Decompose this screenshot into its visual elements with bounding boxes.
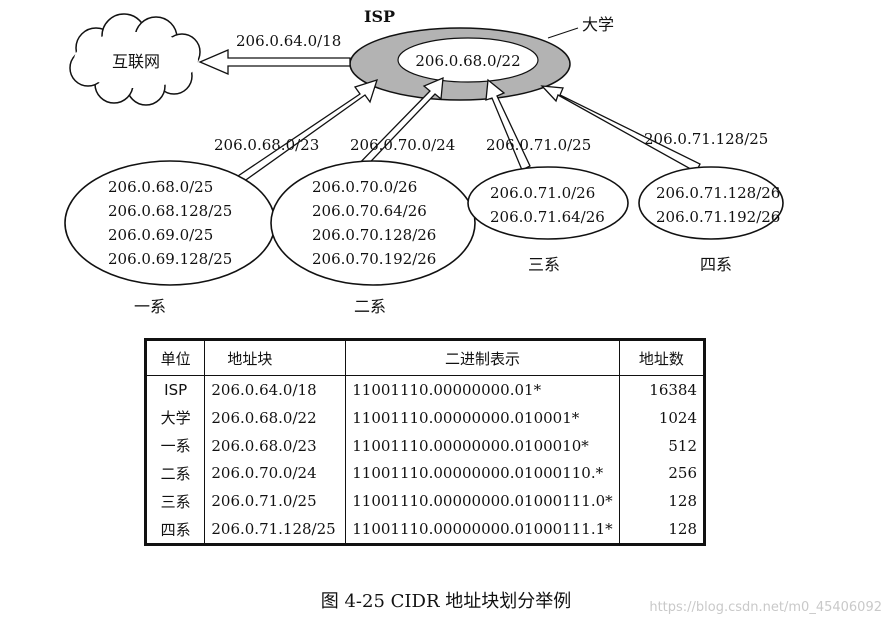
cidr-diagram: 互联网 ISP 大学 206.0.68.0/22 206.0.64.0/18 2… (64, 7, 784, 316)
dept3-subnets: 206.0.71.0/26 206.0.71.64/26 (490, 184, 605, 226)
dept2-subnets: 206.0.70.0/26 206.0.70.64/26 206.0.70.12… (312, 178, 436, 268)
cell-binary: 11001110.00000000.01000111.1* (345, 515, 620, 545)
dept3-subnet: 206.0.71.64/26 (490, 208, 605, 226)
header-unit: 单位 (145, 339, 205, 376)
cell-binary: 11001110.00000000.010001* (345, 403, 620, 432)
cell-count: 128 (618, 515, 705, 545)
cell-count: 1024 (618, 403, 705, 432)
cell-block: 206.0.71.0/25 (204, 487, 346, 516)
dept3-ellipse (467, 166, 629, 240)
dept2-subnet: 206.0.70.128/26 (312, 226, 436, 244)
cell-unit: 二系 (160, 464, 191, 483)
dept3-subnet: 206.0.71.0/26 (490, 184, 595, 202)
table-row: 二系 206.0.70.0/24 11001110.00000000.01000… (146, 459, 705, 488)
table-row: ISP 206.0.64.0/18 11001110.00000000.01* … (146, 375, 705, 404)
dept1-name: 一系 (134, 297, 166, 316)
dept4-arrow (540, 85, 701, 173)
cell-unit: 四系 (160, 520, 191, 539)
dept1-arrow (233, 78, 379, 183)
internet-cloud: 互联网 (69, 13, 201, 106)
dept2-subnet: 206.0.70.192/26 (312, 250, 436, 268)
header-count: 地址数 (618, 339, 705, 376)
university-block: 206.0.68.0/22 (415, 52, 520, 70)
cell-binary: 11001110.00000000.01* (345, 375, 620, 404)
cell-binary: 11001110.00000000.01000110.* (345, 459, 620, 488)
cidr-table: 单位 地址块 二进制表示 地址数 ISP 206.0.64.0/18 11001… (144, 338, 706, 546)
dept1-block: 206.0.68.0/23 (214, 136, 319, 154)
internet-label: 互联网 (112, 52, 160, 71)
cell-count: 512 (618, 431, 705, 460)
dept2-ellipse (270, 160, 476, 286)
cell-block: 206.0.64.0/18 (204, 375, 346, 404)
dept3-block: 206.0.71.0/25 (486, 136, 591, 154)
cell-block: 206.0.70.0/24 (204, 459, 346, 488)
cell-binary: 11001110.00000000.0100010* (345, 431, 620, 460)
cell-count: 16384 (618, 375, 705, 404)
cell-block: 206.0.68.0/23 (204, 431, 346, 460)
dept4-name: 四系 (700, 255, 732, 274)
table-header-row: 单位 地址块 二进制表示 地址数 (145, 339, 705, 376)
dept3-name: 三系 (528, 255, 560, 274)
isp-to-internet-arrow (198, 49, 351, 75)
cell-count: 128 (618, 487, 705, 516)
dept4-subnets: 206.0.71.128/26 206.0.71.192/26 (656, 184, 780, 226)
dept4-ellipse (638, 166, 784, 240)
dept2-block: 206.0.70.0/24 (350, 136, 455, 154)
table-row: 一系 206.0.68.0/23 11001110.00000000.01000… (146, 431, 705, 460)
cell-block: 206.0.71.128/25 (204, 515, 346, 545)
cell-count: 256 (618, 459, 705, 488)
dept4-block: 206.0.71.128/25 (644, 130, 768, 148)
table-row: 大学 206.0.68.0/22 11001110.00000000.01000… (146, 403, 705, 432)
university-label: 大学 (582, 15, 614, 34)
dept2-subnet: 206.0.70.64/26 (312, 202, 427, 220)
cell-block: 206.0.68.0/22 (204, 403, 346, 432)
isp-block: 206.0.64.0/18 (236, 32, 341, 50)
university-pointer (547, 27, 579, 39)
dept1-subnets: 206.0.68.0/25 206.0.68.128/25 206.0.69.0… (108, 178, 232, 268)
cell-unit: 一系 (160, 437, 191, 456)
isp-ring (349, 27, 571, 101)
dept1-subnet: 206.0.68.128/25 (108, 202, 232, 220)
figure-caption: 图 4-25 CIDR 地址块划分举例 (320, 591, 572, 612)
table-row: 四系 206.0.71.128/25 11001110.00000000.010… (146, 515, 705, 545)
cell-binary: 11001110.00000000.01000111.0* (345, 487, 620, 516)
dept4-subnet: 206.0.71.192/26 (656, 208, 780, 226)
table-row: 三系 206.0.71.0/25 11001110.00000000.01000… (146, 487, 705, 516)
dept1-subnet: 206.0.68.0/25 (108, 178, 213, 196)
dept3-arrow (485, 78, 531, 171)
dept4-subnet: 206.0.71.128/26 (656, 184, 780, 202)
cell-unit: ISP (164, 380, 188, 399)
dept2-name: 二系 (354, 297, 386, 316)
dept1-subnet: 206.0.69.128/25 (108, 250, 232, 268)
dept1-subnet: 206.0.69.0/25 (108, 226, 213, 244)
dept2-subnet: 206.0.70.0/26 (312, 178, 417, 196)
cell-unit: 大学 (160, 409, 191, 428)
header-block: 地址块 (204, 339, 346, 376)
cell-unit: 三系 (160, 492, 191, 511)
watermark: https://blog.csdn.net/m0_45406092 (649, 600, 882, 615)
header-binary: 二进制表示 (345, 339, 620, 376)
isp-label: ISP (364, 7, 395, 26)
